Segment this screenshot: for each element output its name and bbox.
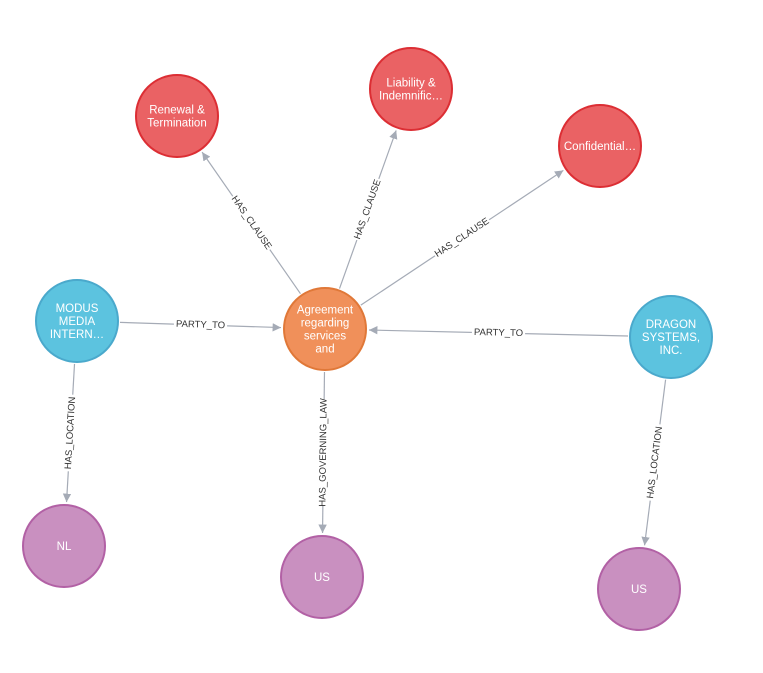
node-renewal[interactable]: Renewal &Termination xyxy=(135,74,219,158)
node-label: Liability & xyxy=(386,78,436,90)
edge-label: HAS_CLAUSE xyxy=(229,194,274,252)
contract-node-circle xyxy=(283,287,367,371)
edge-agreement-liability[interactable]: HAS_CLAUSE xyxy=(338,130,398,289)
edge-label-group: PARTY_TO xyxy=(471,325,526,341)
edge-agreement-renewal[interactable]: HAS_CLAUSE xyxy=(201,151,301,295)
node-label: Indemnific… xyxy=(379,91,443,103)
edge-label: HAS_GOVERNING_LAW xyxy=(317,398,329,507)
node-label: MEDIA xyxy=(59,316,96,328)
node-label: Agreement xyxy=(297,305,354,317)
edge-label-background xyxy=(643,423,667,502)
edge-label-background xyxy=(471,325,526,341)
edge-label-background xyxy=(315,399,332,506)
edge-label: PARTY_TO xyxy=(176,319,225,332)
node-nl[interactable]: NL xyxy=(22,504,106,588)
edge-label: HAS_CLAUSE xyxy=(433,216,491,260)
node-label: Renewal & xyxy=(149,105,205,117)
clause-node-circle xyxy=(135,74,219,158)
location-node-circle xyxy=(597,547,681,631)
organization-node-circle xyxy=(629,295,713,379)
edge-modus-nl[interactable]: HAS_LOCATION xyxy=(61,363,80,503)
location-node-circle xyxy=(22,504,106,588)
edge-label-group: HAS_LOCATION xyxy=(61,394,80,472)
edge-label-background xyxy=(431,213,494,262)
organization-node-circle xyxy=(35,279,119,363)
edge-label-group: HAS_CLAUSE xyxy=(431,213,494,262)
node-label: SYSTEMS, xyxy=(642,332,700,344)
node-label: regarding xyxy=(301,318,350,330)
edge-dragon-agreement[interactable]: PARTY_TO xyxy=(368,325,629,341)
node-label: DRAGON xyxy=(646,319,696,331)
edge-label-group: HAS_CLAUSE xyxy=(226,192,276,254)
edge-dragon-us_right[interactable]: HAS_LOCATION xyxy=(641,379,667,546)
edge-label-group: PARTY_TO xyxy=(173,317,228,333)
edge-label-group: HAS_LOCATION xyxy=(643,423,667,502)
node-us_right[interactable]: US xyxy=(597,547,681,631)
node-label: and xyxy=(315,344,334,356)
node-modus[interactable]: MODUSMEDIAINTERN… xyxy=(35,279,119,363)
edge-label-group: HAS_GOVERNING_LAW xyxy=(315,398,332,507)
node-liability[interactable]: Liability &Indemnific… xyxy=(369,47,453,131)
edge-label-background xyxy=(350,176,386,243)
edge-label: PARTY_TO xyxy=(474,327,523,339)
node-label: services xyxy=(304,331,346,343)
node-label: INTERN… xyxy=(50,329,104,341)
edge-agreement-us_center[interactable]: HAS_GOVERNING_LAW xyxy=(315,371,332,534)
clause-node-circle xyxy=(369,47,453,131)
edge-label-background xyxy=(61,394,80,472)
location-node-circle xyxy=(280,535,364,619)
edge-modus-agreement[interactable]: PARTY_TO xyxy=(119,317,282,333)
node-label: INC. xyxy=(660,345,683,357)
node-us_center[interactable]: US xyxy=(280,535,364,619)
edge-label: HAS_CLAUSE xyxy=(352,178,384,241)
edge-agreement-confidential[interactable]: HAS_CLAUSE xyxy=(360,169,564,306)
edge-label: HAS_LOCATION xyxy=(63,396,78,469)
node-label: US xyxy=(631,584,647,596)
edge-label-background xyxy=(173,317,228,333)
clause-node-circle xyxy=(558,104,642,188)
node-label: NL xyxy=(57,541,72,553)
node-label: US xyxy=(314,572,330,584)
edge-label-background xyxy=(226,192,276,254)
node-label: Confidential… xyxy=(564,141,636,153)
node-label: Termination xyxy=(147,118,206,130)
node-label: MODUS xyxy=(56,303,99,315)
node-confidential[interactable]: Confidential… xyxy=(558,104,642,188)
edge-label-group: HAS_CLAUSE xyxy=(350,176,386,243)
